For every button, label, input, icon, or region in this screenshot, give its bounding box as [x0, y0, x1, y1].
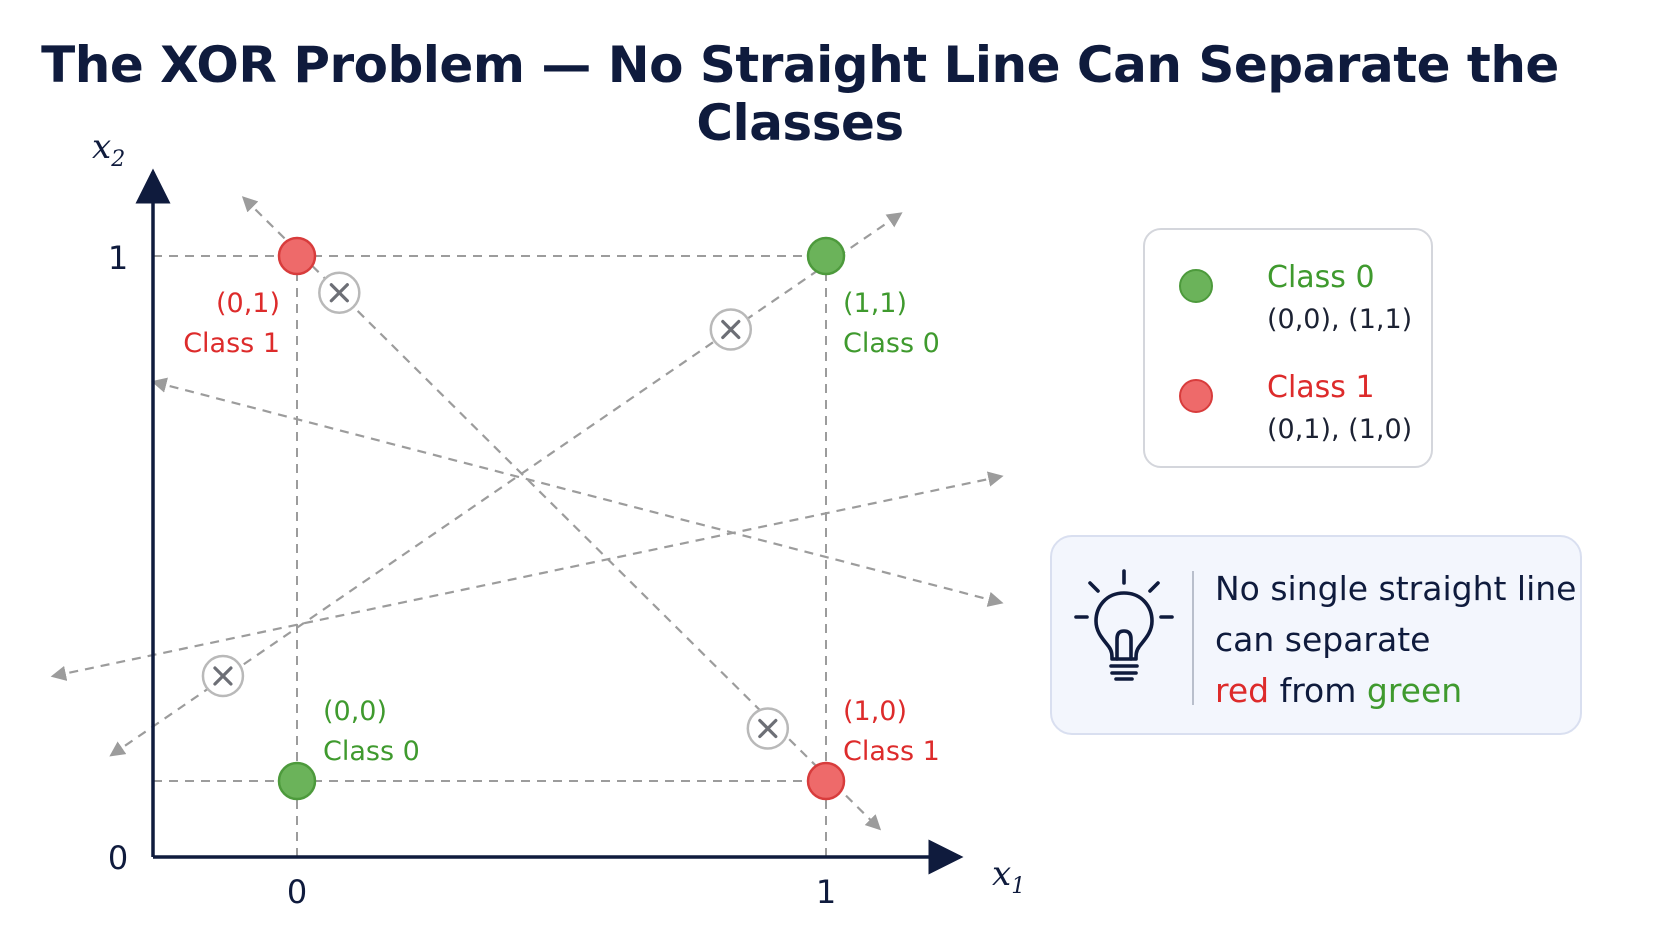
- legend: Class 0 (0,0), (1,1) Class 1 (0,1), (1,0…: [1143, 228, 1433, 468]
- callout-line-1: No single straight line: [1215, 569, 1577, 608]
- y-axis-label-main: x: [92, 127, 111, 167]
- point-(0,1): [277, 236, 317, 276]
- cross-marker-stroke-b: [721, 319, 741, 340]
- point-coord-label-(0,0): (0,0): [323, 696, 387, 727]
- cross-marker-stroke-b: [758, 718, 778, 739]
- cross-marker-stroke-b: [213, 666, 233, 686]
- legend-points-class-1: (0,1), (1,0): [1267, 414, 1413, 445]
- axes: x2 x1 0 1 0 1: [92, 127, 1025, 911]
- legend-name-class-0: Class 0: [1267, 260, 1375, 295]
- point-class-label-(0,0): Class 0: [323, 736, 420, 767]
- y-axis-label: x2: [92, 127, 125, 172]
- point-class-label-(0,1): Class 1: [183, 328, 280, 359]
- point-coord-label-(0,1): (0,1): [216, 288, 280, 319]
- separator-line-2: [151, 377, 1004, 607]
- point-labels: (0,0) Class 0 (1,1) Class 0 (0,1) Class 1 (1,0…: [183, 288, 940, 767]
- callout-red-word: red: [1215, 671, 1270, 710]
- separator-line-3: [50, 471, 1004, 681]
- callout-line-3: red from green: [1215, 665, 1577, 716]
- point-coord-label-(1,0): (1,0): [843, 696, 907, 727]
- x-tick-1: 1: [816, 873, 836, 911]
- y-tick-1: 1: [108, 239, 128, 277]
- legend-dot-class-1: [1179, 379, 1213, 413]
- point-(1,0): [806, 761, 846, 801]
- point-(0,0): [277, 761, 317, 801]
- point-class-label-(1,1): Class 0: [843, 328, 940, 359]
- insight-callout: No single straight line can separate red…: [1050, 535, 1582, 735]
- cross-marker-1: [709, 308, 753, 351]
- callout-line-2: can separate: [1215, 620, 1431, 659]
- callout-text: No single straight line can separate red…: [1215, 563, 1577, 716]
- callout-from-word: from: [1269, 671, 1367, 710]
- point-coord-label-(1,1): (1,1): [843, 288, 907, 319]
- x-tick-0: 0: [287, 873, 307, 911]
- page-title: The XOR Problem — No Straight Line Can S…: [41, 36, 1559, 152]
- legend-points-class-0: (0,0), (1,1): [1267, 304, 1413, 335]
- point-class-label-(1,0): Class 1: [843, 736, 940, 767]
- callout-divider: [1192, 571, 1194, 705]
- point-(1,1): [806, 236, 846, 276]
- cross-marker-5: [746, 707, 790, 750]
- legend-name-class-1: Class 1: [1267, 370, 1375, 405]
- cross-marker-stroke-b: [329, 283, 349, 303]
- legend-dot-class-0: [1179, 269, 1213, 303]
- cross-marker-0: [318, 271, 361, 314]
- y-axis-label-sub: 2: [110, 147, 125, 172]
- cross-marker-4: [201, 654, 245, 698]
- x-axis-label: x1: [992, 854, 1025, 899]
- lightbulb-icon: [1074, 569, 1174, 681]
- y-tick-0: 0: [108, 839, 128, 877]
- x-axis-label-main: x: [992, 854, 1011, 894]
- cross-markers: [201, 271, 790, 750]
- data-points: [277, 236, 846, 801]
- callout-green-word: green: [1366, 671, 1463, 710]
- x-axis-label-sub: 1: [1011, 874, 1025, 899]
